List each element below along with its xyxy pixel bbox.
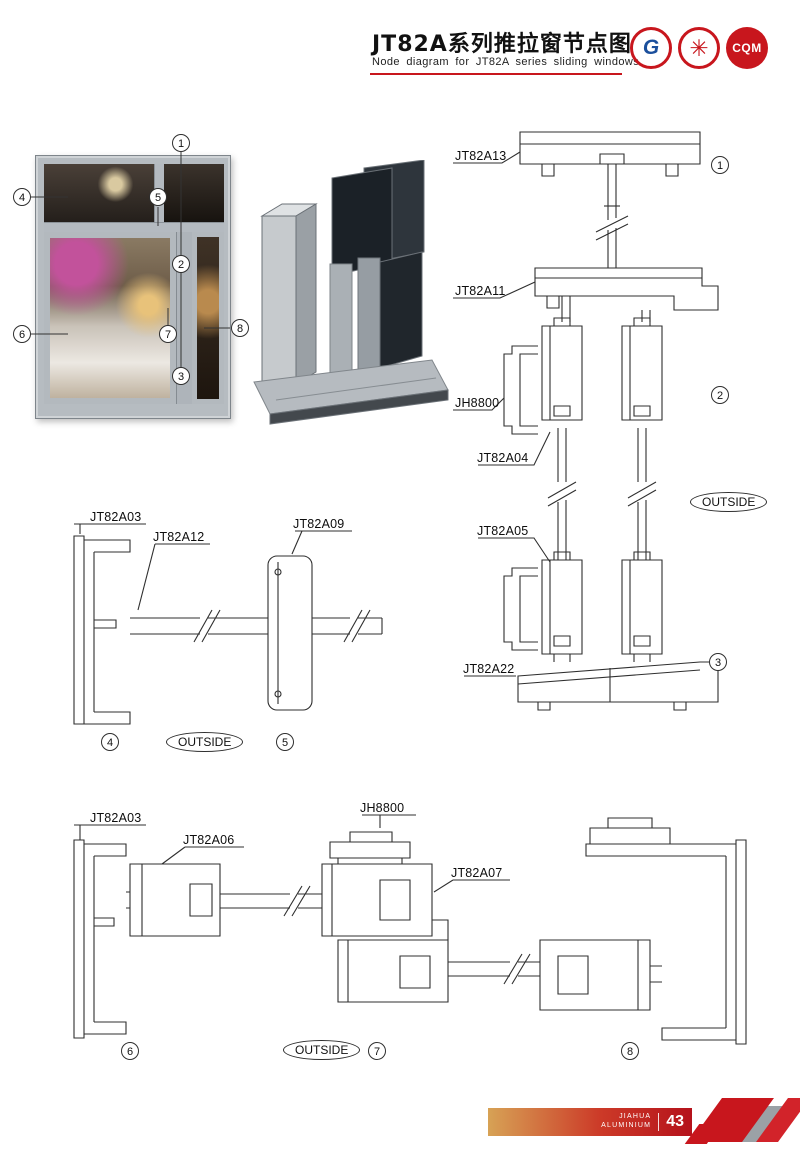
page-subtitle: Node diagram for JT82A series sliding wi… xyxy=(372,56,640,68)
part-label-jt82a04: JT82A04 xyxy=(477,451,529,465)
part-label-jh8800-right: JH8800 xyxy=(455,396,500,410)
quality-seal-glyph: ✳ xyxy=(689,34,709,61)
section-callout-5: 5 xyxy=(276,733,294,751)
part-label-jt82a07: JT82A07 xyxy=(451,866,503,880)
section-callout-2: 2 xyxy=(711,386,729,404)
section-callout-1: 1 xyxy=(711,156,729,174)
footer-brand: JIAHUA ALUMINIUM xyxy=(601,1113,660,1131)
header-accent-rule xyxy=(370,73,622,75)
page-number: 43 xyxy=(666,1113,684,1130)
bottom-node-drawing xyxy=(73,814,747,1045)
cqm-logo: CQM xyxy=(726,27,768,69)
part-label-jt82a22: JT82A22 xyxy=(463,662,515,676)
section-callout-8: 8 xyxy=(621,1042,639,1060)
footer-bar: JIAHUA ALUMINIUM 43 xyxy=(488,1108,692,1136)
outside-badge-right: OUTSIDE xyxy=(690,492,768,512)
photo-callout-8: 8 xyxy=(231,319,249,337)
photo-callout-7: 7 xyxy=(159,325,177,343)
footer-brand-line1: JIAHUA xyxy=(619,1113,652,1121)
footer-brand-line2: ALUMINIUM xyxy=(601,1122,652,1129)
part-label-jt82a03-bottom: JT82A03 xyxy=(90,811,142,825)
part-label-jt82a06: JT82A06 xyxy=(183,833,235,847)
certification-logo-icon: G xyxy=(630,27,672,69)
part-label-jt82a03-mid: JT82A03 xyxy=(90,510,142,524)
section-callout-7: 7 xyxy=(368,1042,386,1060)
middle-node-drawing xyxy=(73,523,383,725)
part-label-jt82a05: JT82A05 xyxy=(477,524,529,538)
window-pane-top-right xyxy=(164,164,224,222)
certification-logo-glyph: G xyxy=(642,36,660,59)
part-label-jt82a11: JT82A11 xyxy=(455,284,506,298)
window-pane-top-left xyxy=(44,164,154,222)
page-title: JT82A系列推拉窗节点图 xyxy=(372,32,632,57)
outside-badge-mid: OUTSIDE xyxy=(166,732,244,752)
right-node-drawing xyxy=(453,131,719,711)
photo-callout-5: 5 xyxy=(149,188,167,206)
photo-callout-4: 4 xyxy=(13,188,31,206)
window-sash-left xyxy=(44,232,176,404)
quality-seal-icon: ✳ xyxy=(678,27,720,69)
section-callout-6: 6 xyxy=(121,1042,139,1060)
section-callout-4: 4 xyxy=(101,733,119,751)
photo-callout-6: 6 xyxy=(13,325,31,343)
window-photo xyxy=(35,155,231,419)
part-label-jt82a13: JT82A13 xyxy=(455,149,507,163)
outside-badge-bottom: OUTSIDE xyxy=(283,1040,361,1060)
footer-decoration xyxy=(684,1096,800,1150)
window-sash-right xyxy=(192,232,224,404)
part-label-jt82a09: JT82A09 xyxy=(293,517,345,531)
photo-callout-2: 2 xyxy=(172,255,190,273)
part-label-jh8800-bottom: JH8800 xyxy=(360,801,405,815)
photo-callout-1: 1 xyxy=(172,134,190,152)
window-profile-3d-render xyxy=(253,160,449,425)
cqm-logo-text: CQM xyxy=(732,41,762,55)
part-label-jt82a12: JT82A12 xyxy=(153,530,205,544)
section-callout-3: 3 xyxy=(709,653,727,671)
photo-callout-3: 3 xyxy=(172,367,190,385)
